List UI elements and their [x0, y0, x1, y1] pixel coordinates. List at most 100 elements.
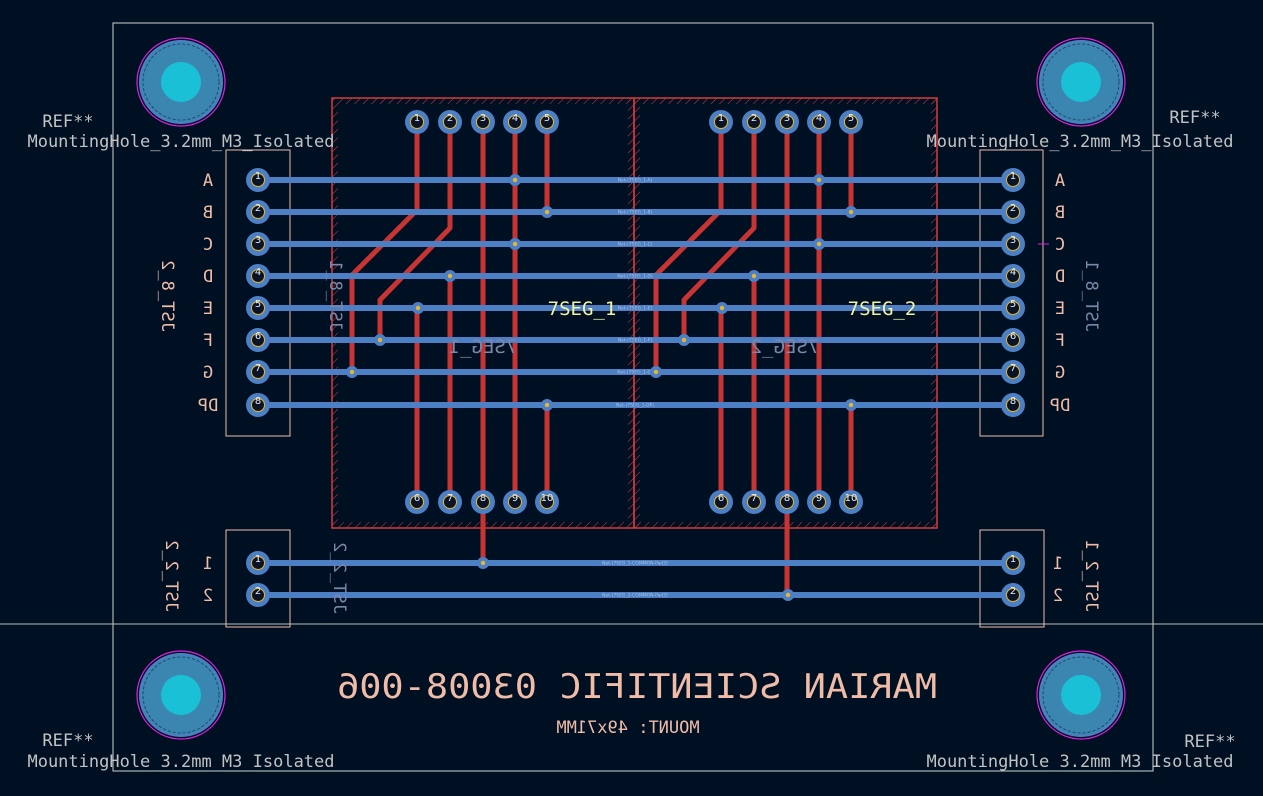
pad-number: 10 — [541, 493, 554, 504]
hole-courtyard — [136, 650, 226, 740]
display-2-pad[interactable]: 10 — [839, 490, 863, 514]
display-2-pad[interactable]: 8 — [775, 490, 799, 514]
display-2-pad[interactable]: 5 — [839, 110, 863, 134]
board-outline — [112, 22, 1154, 772]
jst2-right-pad[interactable]: 2 — [1001, 583, 1025, 607]
jst8-right-pad[interactable]: 8 — [1001, 393, 1025, 417]
jst8-right-pad[interactable]: 6 — [1001, 328, 1025, 352]
via[interactable] — [845, 399, 857, 411]
hole-drill — [1061, 62, 1101, 102]
display-1-pad[interactable]: 3 — [471, 110, 495, 134]
jst8-left-pad[interactable]: 7 — [246, 360, 270, 384]
mounting-hole[interactable] — [136, 37, 226, 127]
segment-label: DP — [1050, 396, 1070, 416]
mh-ref-br: REF** — [1184, 732, 1235, 752]
display-1-pad[interactable]: 5 — [535, 110, 559, 134]
via[interactable] — [509, 238, 521, 250]
jst8-left-pad[interactable]: 5 — [246, 296, 270, 320]
display-1-pad[interactable]: 2 — [438, 110, 462, 134]
via[interactable] — [541, 399, 553, 411]
via[interactable] — [650, 366, 662, 378]
via[interactable] — [716, 302, 728, 314]
pad-number: 1 — [718, 113, 724, 124]
jst8-left-pad[interactable]: 6 — [246, 328, 270, 352]
pad-number: 2 — [255, 203, 261, 214]
pad-number: 8 — [1010, 396, 1016, 407]
pad-drill — [1006, 301, 1020, 315]
via[interactable] — [509, 174, 521, 186]
via[interactable] — [845, 206, 857, 218]
display-2-pad[interactable]: 3 — [775, 110, 799, 134]
via[interactable] — [813, 174, 825, 186]
display-2-pad[interactable]: 9 — [807, 490, 831, 514]
jst8-left-pad[interactable]: 8 — [246, 393, 270, 417]
jst8-left-pad[interactable]: 2 — [246, 200, 270, 224]
via-drill — [447, 273, 453, 279]
display-1-pad[interactable]: 8 — [471, 490, 495, 514]
pad-number: 1 — [414, 113, 420, 124]
display-2-pad[interactable]: 2 — [742, 110, 766, 134]
mounting-holes — [136, 37, 1126, 740]
via[interactable] — [782, 589, 794, 601]
mounting-hole[interactable] — [136, 650, 226, 740]
jst2-left-label: JST_2_2 — [161, 540, 181, 612]
via[interactable] — [813, 238, 825, 250]
jst8-right-pad[interactable]: 3 — [1001, 232, 1025, 256]
jst8-right-pad[interactable]: 7 — [1001, 360, 1025, 384]
display-2-trace-b[interactable] — [681, 122, 757, 340]
pad-drill — [508, 115, 522, 129]
jst8-right-pad[interactable]: 4 — [1001, 264, 1025, 288]
hole-courtyard — [1036, 37, 1126, 127]
jst8-left-pad[interactable]: 3 — [246, 232, 270, 256]
display-2-fab: 7SEG_2 — [751, 336, 820, 358]
net-label: Net-(7SEG_1-COMMON-Pad3) — [602, 561, 668, 567]
display-1-pad[interactable]: 7 — [438, 490, 462, 514]
via[interactable] — [748, 270, 760, 282]
jst8-left-fab-label: JST_8_1 — [325, 260, 345, 332]
pad-drill — [1006, 269, 1020, 283]
display-1-pad[interactable]: 6 — [405, 490, 429, 514]
jst2-left-pad[interactable]: 1 — [246, 551, 270, 575]
pad-drill — [1006, 398, 1020, 412]
display-2-pad[interactable]: 4 — [807, 110, 831, 134]
pad-drill — [1006, 173, 1020, 187]
net-label: Net-(7SEG_1-B) — [618, 210, 653, 216]
pad-number: 2 — [1010, 586, 1016, 597]
via-drill — [415, 305, 421, 311]
via[interactable] — [374, 334, 386, 346]
via[interactable] — [541, 206, 553, 218]
display-2-pad[interactable]: 7 — [742, 490, 766, 514]
pad-number: 5 — [255, 299, 261, 310]
jst2-right-pad[interactable]: 1 — [1001, 551, 1025, 575]
display-2-pad[interactable]: 6 — [709, 490, 733, 514]
segment-label: F — [203, 331, 213, 351]
jst8-right-pad[interactable]: 2 — [1001, 200, 1025, 224]
display-1-pad[interactable]: 10 — [535, 490, 559, 514]
pad-number: 8 — [784, 493, 790, 504]
via[interactable] — [346, 366, 358, 378]
jst8-left-pad[interactable]: 1 — [246, 168, 270, 192]
hole-ring — [1042, 656, 1120, 734]
pad-number: 6 — [1010, 331, 1016, 342]
net-label: Net-(7SEG_1-D) — [617, 274, 653, 280]
mounting-hole[interactable] — [1036, 650, 1126, 740]
display-2-pad[interactable]: 1 — [709, 110, 733, 134]
jst2-left-pad[interactable]: 2 — [246, 583, 270, 607]
display-1-pad[interactable]: 9 — [503, 490, 527, 514]
mh-ref-tr: REF** — [1169, 108, 1220, 128]
jst8-right-pad[interactable]: 5 — [1001, 296, 1025, 320]
via[interactable] — [477, 557, 489, 569]
via[interactable] — [412, 302, 424, 314]
display-1-pad[interactable]: 4 — [503, 110, 527, 134]
pad-number: 8 — [255, 396, 261, 407]
via[interactable] — [444, 270, 456, 282]
jst8-right-pad[interactable]: 1 — [1001, 168, 1025, 192]
display-1-pad[interactable]: 1 — [405, 110, 429, 134]
jst8-left-pad[interactable]: 4 — [246, 264, 270, 288]
display-1-trace-b[interactable] — [377, 122, 453, 340]
hole-ring — [1042, 43, 1120, 121]
mounting-hole[interactable] — [1036, 37, 1126, 127]
via[interactable] — [678, 334, 690, 346]
